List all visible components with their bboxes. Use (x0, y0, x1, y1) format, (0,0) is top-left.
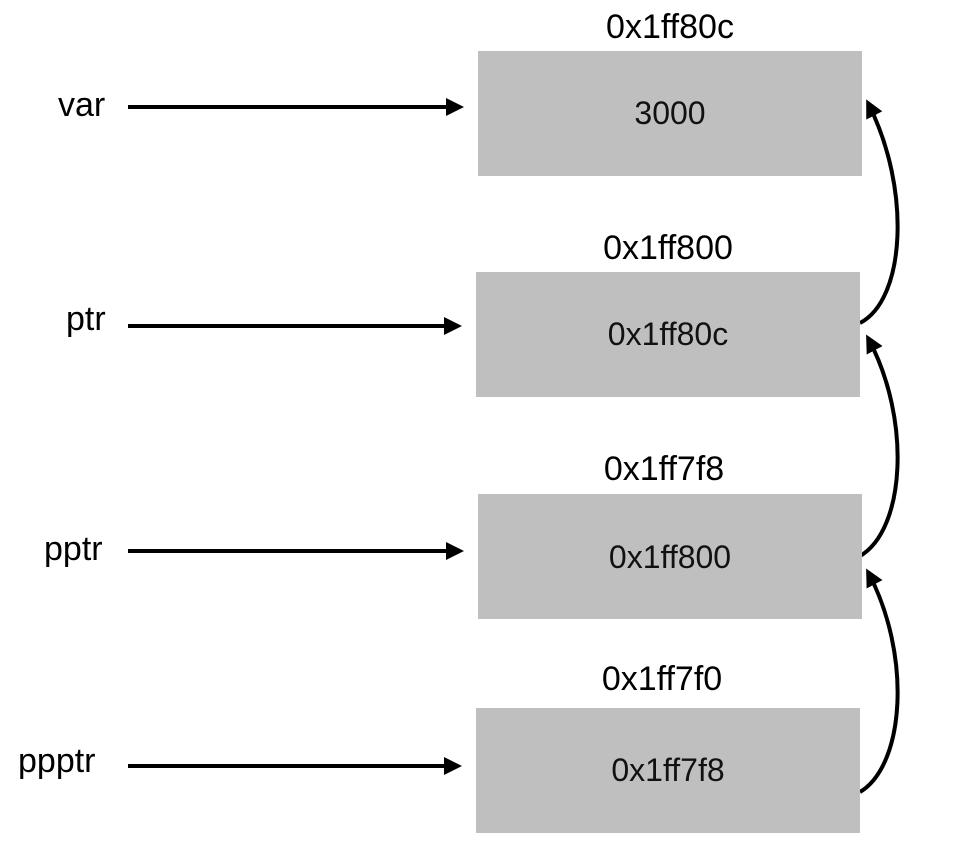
variable-label-ppptr: ppptr (18, 742, 96, 780)
address-label-var: 0x1ff80c (606, 8, 734, 46)
address-label-ppptr: 0x1ff7f0 (601, 660, 723, 698)
memory-cell-ppptr (476, 708, 860, 833)
ppptr-to-pptr-arrow (858, 568, 900, 794)
cell-value-ptr: 0x1ff80c (607, 316, 729, 352)
variable-label-var: var (58, 86, 106, 124)
variable-label-ptr: ptr (66, 300, 106, 338)
address-label-pptr: 0x1ff7f8 (603, 450, 725, 488)
ptr-to-var-arrow (859, 99, 900, 325)
cell-value-ppptr: 0x1ff7f8 (611, 752, 725, 788)
address-label-ptr: 0x1ff800 (603, 229, 733, 267)
variable-label-pptr: pptr (44, 530, 103, 568)
memory-cell-var (478, 51, 862, 176)
memory-cell-ptr (476, 272, 860, 397)
cell-value-pptr: 0x1ff800 (608, 539, 732, 575)
memory-cell-pptr (478, 494, 862, 619)
pptr-to-ptr-arrow (858, 334, 900, 558)
cell-value-var: 3000 (634, 95, 706, 131)
